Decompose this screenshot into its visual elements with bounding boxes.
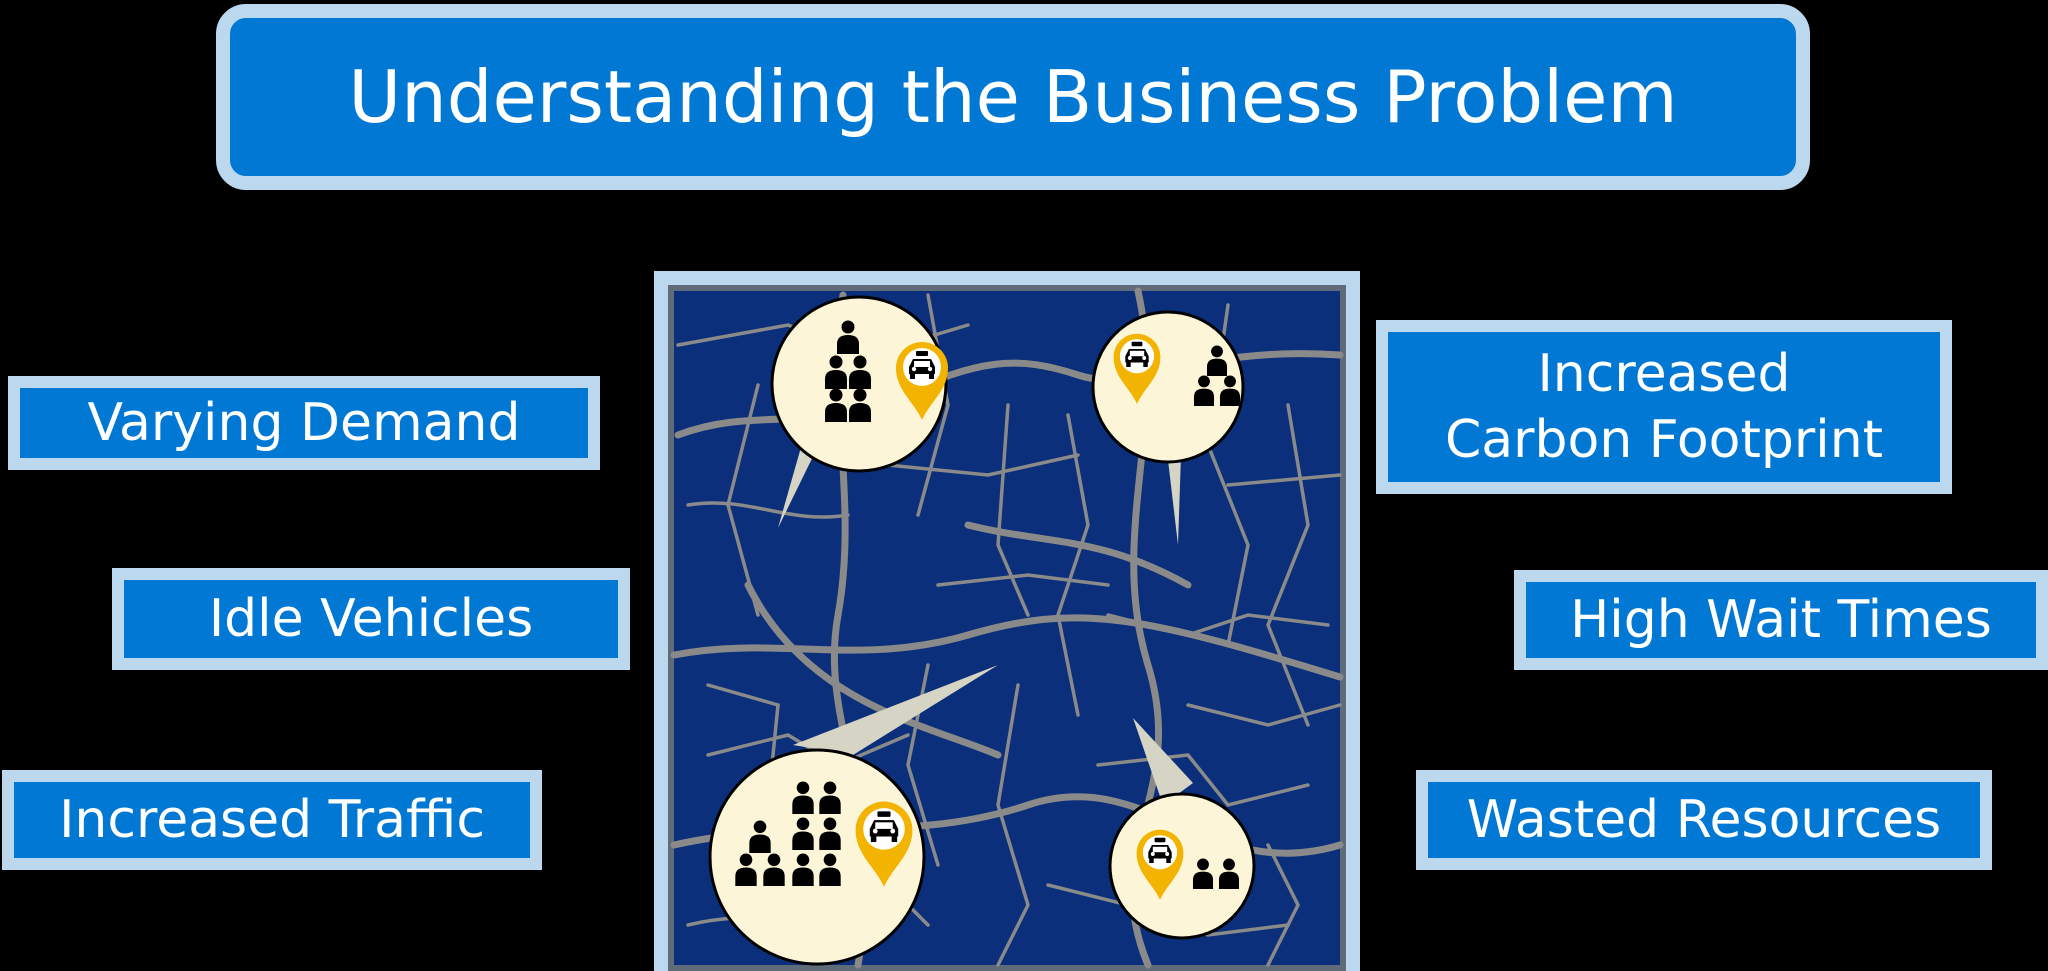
label-increased-traffic: Increased Traffic	[2, 770, 542, 870]
title-banner: Understanding the Business Problem	[216, 4, 1810, 190]
hotspot-bottom-left	[708, 748, 926, 966]
label-text: Wasted Resources	[1466, 790, 1942, 850]
label-varying-demand: Varying Demand	[8, 376, 600, 470]
label-text: High Wait Times	[1570, 590, 1992, 650]
label-text: Increased Traffic	[59, 790, 485, 850]
hotspot-top-left	[770, 295, 948, 473]
label-wasted-resources: Wasted Resources	[1416, 770, 1992, 870]
hotspot-bottom-right	[1108, 792, 1256, 940]
city-map	[654, 271, 1360, 971]
label-text-line2: Carbon Footprint	[1444, 410, 1884, 470]
label-carbon-footprint: Increased Carbon Footprint	[1376, 320, 1952, 494]
label-text: Varying Demand	[87, 393, 521, 453]
label-high-wait-times: High Wait Times	[1514, 570, 2048, 670]
map-illustration	[668, 285, 1346, 971]
page-title: Understanding the Business Problem	[348, 55, 1678, 139]
label-text: Idle Vehicles	[208, 589, 534, 649]
hotspot-top-right	[1091, 310, 1245, 464]
callout-tail	[1133, 718, 1193, 805]
label-text-line1: Increased	[1537, 344, 1791, 404]
label-idle-vehicles: Idle Vehicles	[112, 568, 630, 670]
callout-tail	[793, 665, 998, 755]
